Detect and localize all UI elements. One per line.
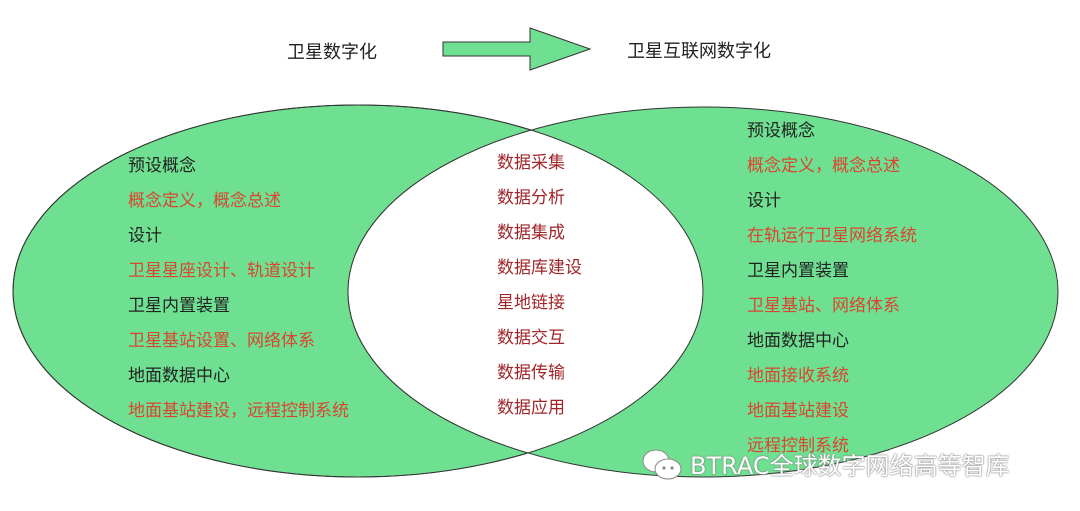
section-heading: 设计 xyxy=(747,191,781,211)
middle-item: 数据传输 xyxy=(497,363,565,383)
middle-item: 数据集成 xyxy=(497,223,565,243)
intersection-region xyxy=(347,106,703,477)
section-detail: 概念定义，概念总述 xyxy=(747,156,900,176)
section-heading: 卫星内置装置 xyxy=(128,296,230,316)
section-detail: 概念定义，概念总述 xyxy=(128,191,281,211)
section-detail: 地面接收系统 xyxy=(747,366,849,386)
section-detail: 卫星基站设置、网络体系 xyxy=(128,331,315,351)
watermark: BTRAC全球数字网络高等智库 xyxy=(640,446,1010,481)
right-title: 卫星互联网数字化 xyxy=(627,41,771,62)
section-heading: 设计 xyxy=(128,226,162,246)
watermark-text: BTRAC全球数字网络高等智库 xyxy=(690,452,1010,480)
middle-item: 数据分析 xyxy=(497,188,565,208)
section-heading: 预设概念 xyxy=(747,121,815,141)
section-detail: 地面基站建设，远程控制系统 xyxy=(128,401,349,421)
middle-item: 数据采集 xyxy=(497,153,565,173)
section-heading: 预设概念 xyxy=(128,156,196,176)
section-detail: 卫星星座设计、轨道设计 xyxy=(128,261,315,281)
middle-item: 数据库建设 xyxy=(497,258,582,278)
arrow-icon xyxy=(442,27,592,71)
section-heading: 卫星内置装置 xyxy=(747,261,849,281)
wechat-icon xyxy=(642,449,682,479)
section-heading: 地面数据中心 xyxy=(747,331,849,351)
middle-item: 数据交互 xyxy=(497,328,565,348)
middle-item: 数据应用 xyxy=(497,398,565,418)
section-detail: 地面基站建设 xyxy=(747,401,849,421)
section-heading: 地面数据中心 xyxy=(128,366,230,386)
section-detail: 远程控制系统 xyxy=(747,436,849,456)
left-title: 卫星数字化 xyxy=(287,42,377,63)
middle-item: 星地链接 xyxy=(497,293,565,313)
section-detail: 卫星基站、网络体系 xyxy=(747,296,900,316)
section-detail: 在轨运行卫星网络系统 xyxy=(747,226,917,246)
